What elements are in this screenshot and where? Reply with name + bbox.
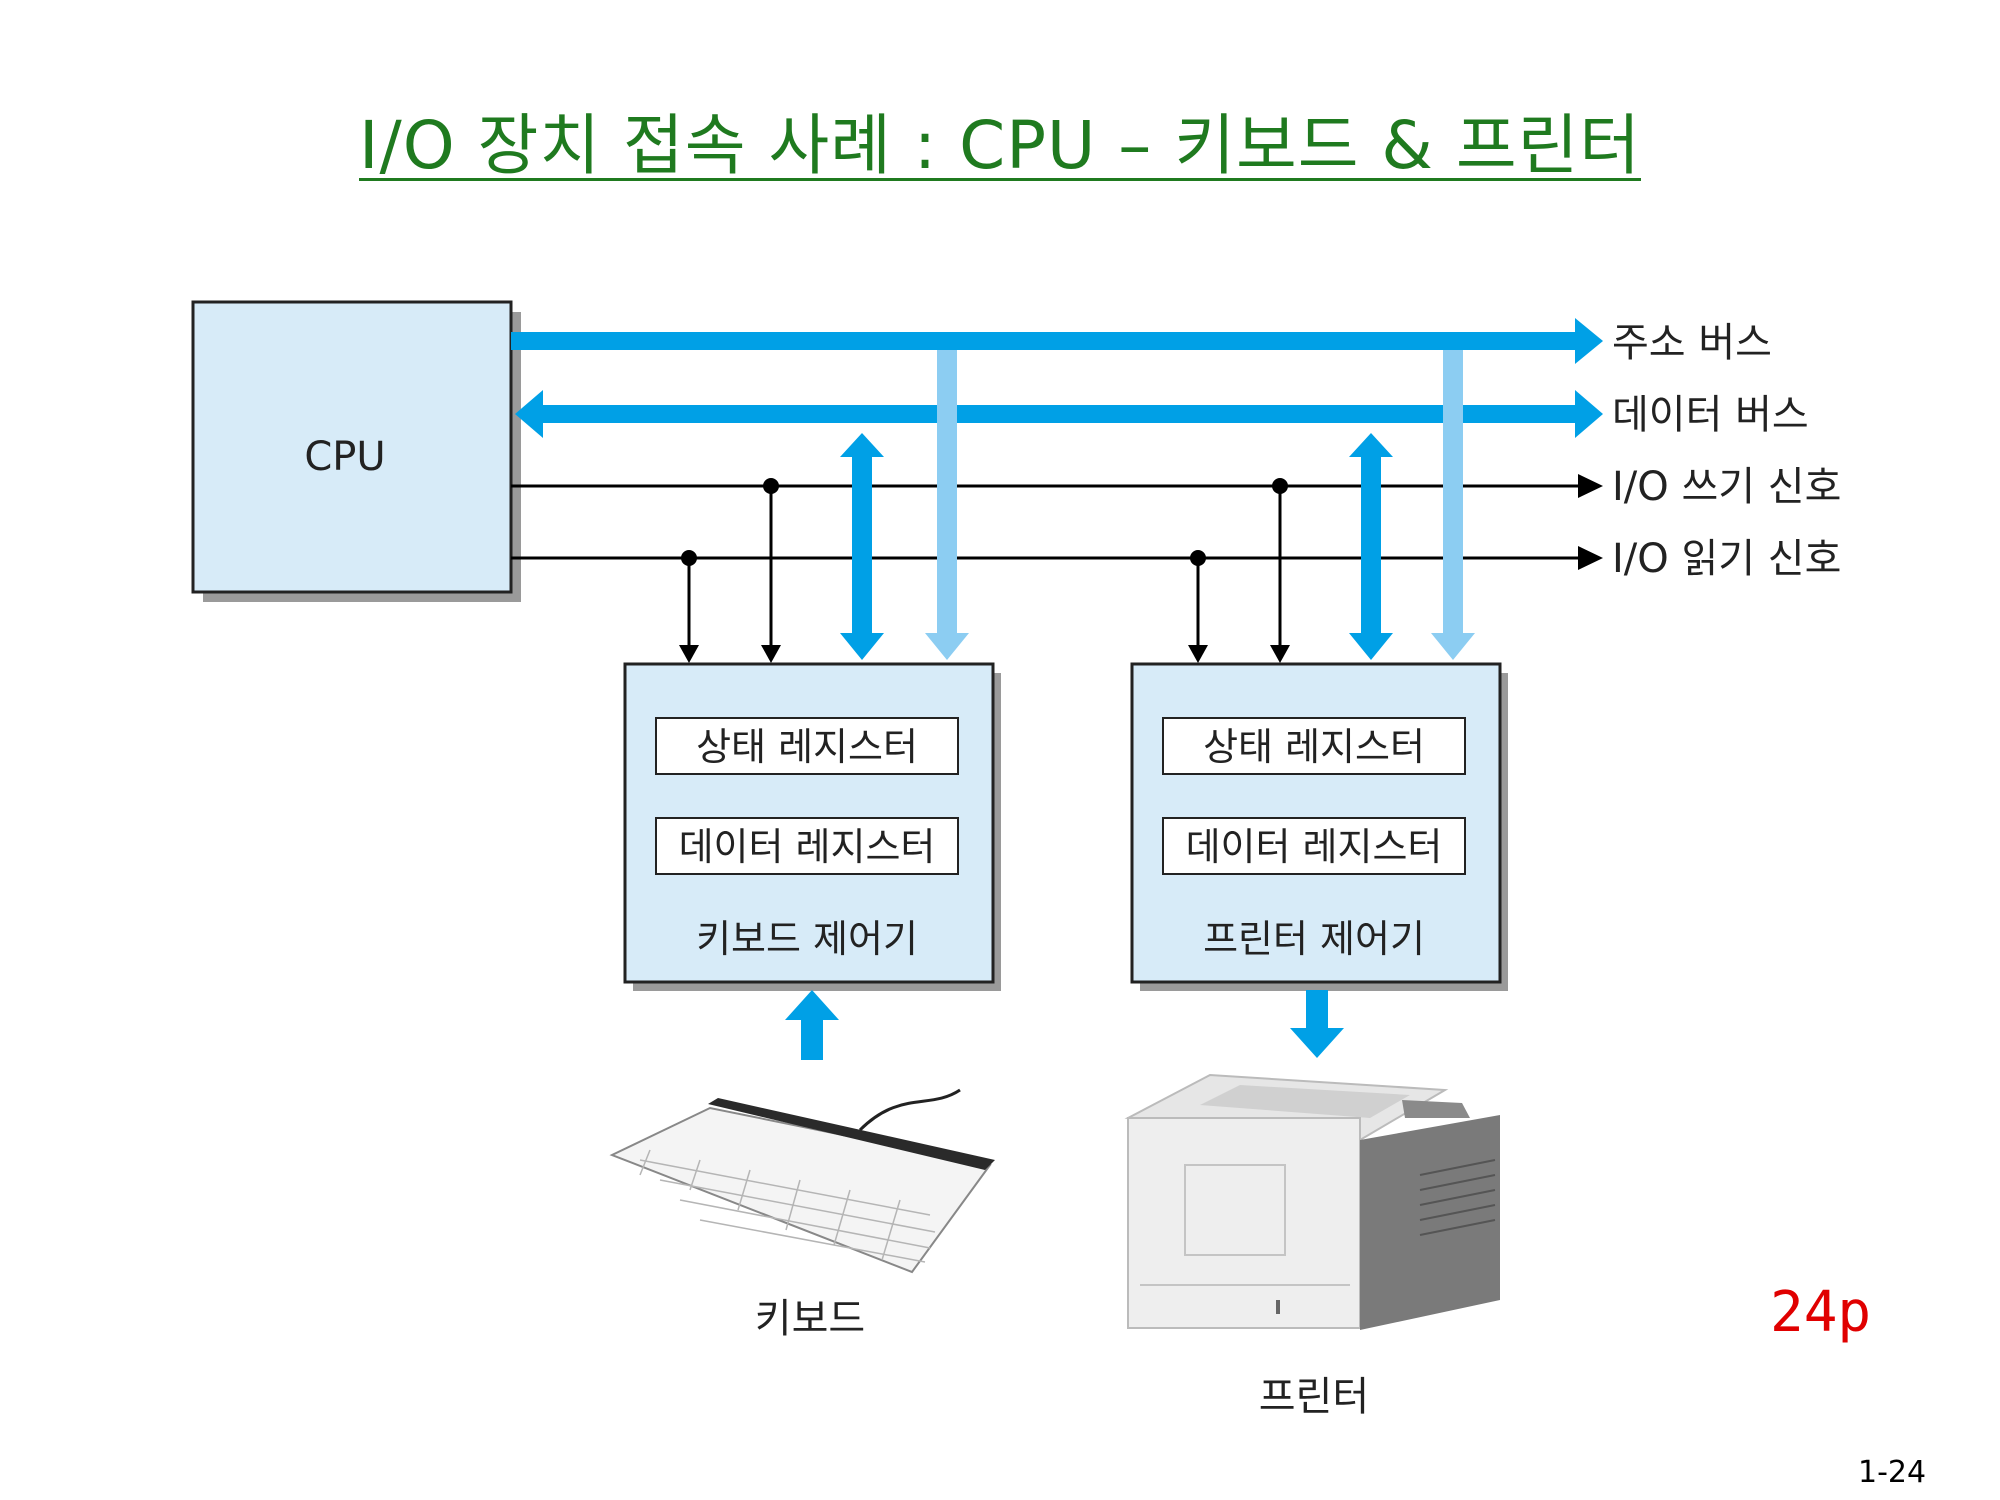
- prn-write-tap: [1270, 478, 1290, 663]
- io-read-label: I/O 읽기 신호: [1612, 536, 1841, 582]
- keyboard-label: 키보드: [755, 1296, 865, 1342]
- prn-status-register-label: 상태 레지스터: [1203, 725, 1425, 769]
- keyboard-input-arrow: [785, 990, 839, 1060]
- page-reference-tag: 24p: [1770, 1280, 1872, 1345]
- keyboard-image: [609, 1088, 995, 1274]
- cpu-box: [191, 300, 513, 594]
- slide-title: I/O 장치 접속 사례 : CPU – 키보드 & 프린터: [359, 107, 1641, 184]
- prn-address-bus-link: [1431, 350, 1475, 660]
- io-write-label: I/O 쓰기 신호: [1612, 464, 1841, 510]
- kbd-status-register-label: 상태 레지스터: [696, 725, 918, 769]
- slide-page-number: 1-24: [1858, 1455, 1927, 1490]
- kbd-write-tap: [761, 478, 781, 663]
- prn-data-bus-link: [1349, 433, 1393, 660]
- address-bus: [511, 318, 1603, 364]
- prn-status-register: [1162, 717, 1466, 775]
- data-bus-label: 데이터 버스: [1612, 392, 1809, 438]
- kbd-data-register: [655, 817, 959, 875]
- data-bus: [515, 390, 1603, 438]
- io-read-arrowhead: [1578, 546, 1603, 570]
- kbd-data-bus-link: [840, 433, 884, 660]
- printer-label: 프린터: [1259, 1374, 1369, 1420]
- printer-image: [1124, 1073, 1500, 1330]
- kbd-status-register: [655, 717, 959, 775]
- prn-controller-name: 프린터 제어기: [1203, 917, 1425, 961]
- prn-data-register: [1162, 817, 1466, 875]
- kbd-data-register-label: 데이터 레지스터: [679, 825, 936, 869]
- address-bus-label: 주소 버스: [1612, 320, 1772, 366]
- kbd-read-tap: [679, 550, 699, 663]
- prn-data-register-label: 데이터 레지스터: [1186, 825, 1443, 869]
- cpu-label: CPU: [304, 434, 385, 480]
- io-write-arrowhead: [1578, 474, 1603, 498]
- printer-output-arrow: [1290, 990, 1344, 1058]
- kbd-controller-name: 키보드 제어기: [696, 917, 918, 961]
- kbd-address-bus-link: [925, 350, 969, 660]
- prn-read-tap: [1188, 550, 1208, 663]
